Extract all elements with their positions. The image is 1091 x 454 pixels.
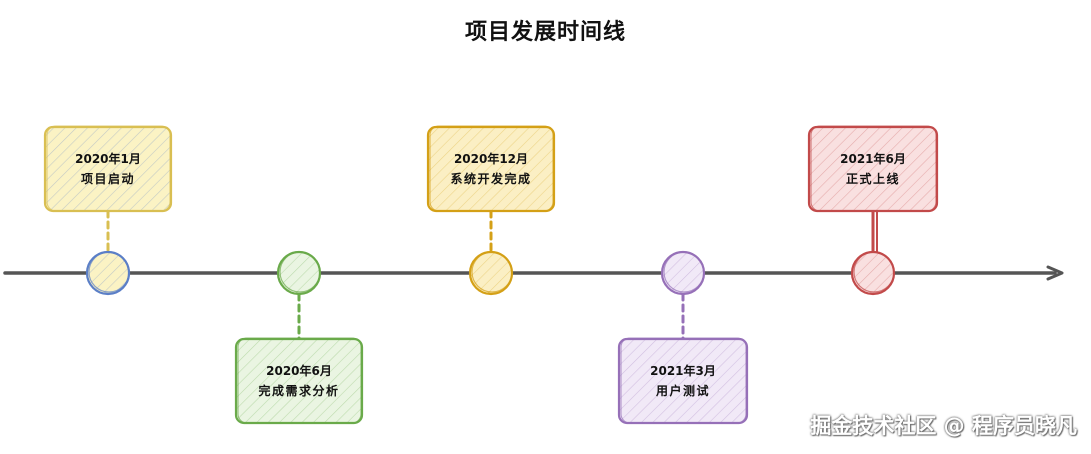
- milestone-date: 2020年1月: [75, 151, 141, 166]
- milestone-label: 正式上线: [846, 171, 900, 186]
- milestone-marker: [276, 250, 322, 296]
- milestone-box: [617, 337, 749, 425]
- milestone-date: 2021年3月: [650, 363, 716, 378]
- milestone-marker: [660, 250, 706, 296]
- milestone-date: 2021年6月: [840, 151, 906, 166]
- milestone-date: 2020年6月: [266, 363, 332, 378]
- milestone-marker: [468, 250, 514, 296]
- milestone-date: 2020年12月: [454, 151, 528, 166]
- milestone-box: [426, 125, 556, 213]
- milestone-marker: [850, 250, 896, 296]
- diagram-title: 项目发展时间线: [464, 20, 626, 45]
- milestone-label: 系统开发完成: [450, 171, 531, 186]
- milestone-marker: [85, 250, 131, 296]
- milestone-box: [43, 125, 173, 213]
- milestone-box: [234, 337, 364, 425]
- milestone-label: 用户测试: [655, 383, 710, 398]
- timeline-axis: [3, 270, 1057, 275]
- watermark: 掘金技术社区 @ 程序员晓凡: [810, 414, 1077, 438]
- axis-arrow-icon: [1046, 265, 1064, 281]
- milestone-label: 项目启动: [81, 171, 135, 186]
- milestone-box: [807, 125, 939, 213]
- milestone-label: 完成需求分析: [258, 383, 339, 398]
